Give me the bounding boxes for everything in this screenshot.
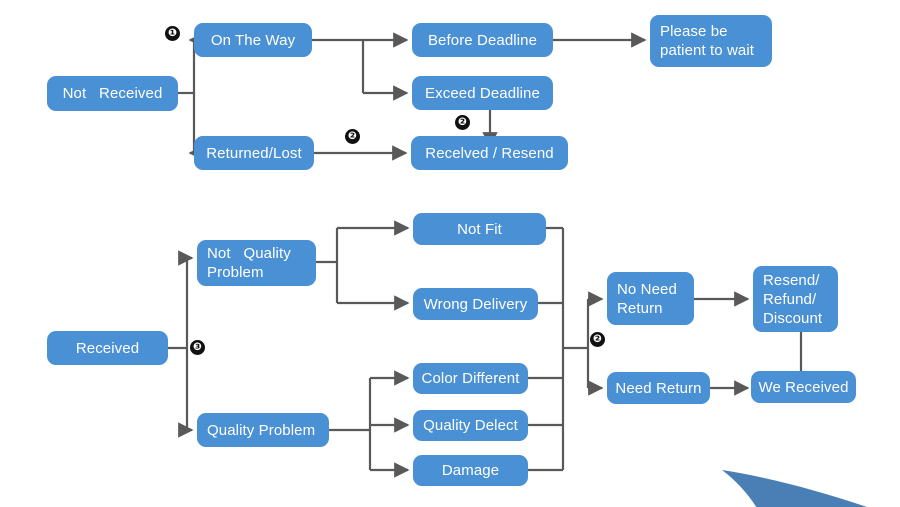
- node-not-quality-problem[interactable]: Not Quality Problem: [197, 240, 316, 286]
- node-label: Damage: [441, 462, 500, 479]
- node-label: Color Different: [421, 370, 520, 387]
- node-label: Exceed Deadline: [425, 84, 540, 102]
- node-no-need-return[interactable]: No Need Return: [607, 272, 694, 325]
- step-marker-2-returned: ❷: [345, 129, 360, 144]
- node-need-return[interactable]: Need Return: [607, 372, 710, 404]
- node-recelved-resend[interactable]: Recelved / Resend: [411, 136, 568, 170]
- node-on-the-way[interactable]: On The Way: [194, 23, 312, 57]
- node-damage[interactable]: Damage: [413, 455, 528, 486]
- node-before-deadline[interactable]: Before Deadline: [412, 23, 553, 57]
- blue-swoosh-decoration: [722, 470, 868, 507]
- node-not-fit[interactable]: Not Fit: [413, 213, 546, 245]
- node-label: On The Way: [210, 31, 296, 49]
- node-label: Returned/Lost: [206, 144, 302, 162]
- node-quality-problem[interactable]: Quality Problem: [197, 413, 329, 447]
- node-returned-lost[interactable]: Returned/Lost: [194, 136, 314, 170]
- node-label: Need Return: [615, 379, 702, 397]
- node-label: Recelved / Resend: [425, 144, 554, 162]
- node-label: Quality Delect: [423, 417, 518, 434]
- step-marker-2-exceed: ❷: [455, 115, 470, 130]
- node-exceed-deadline[interactable]: Exceed Deadline: [412, 76, 553, 110]
- node-label: Wrong Delivery: [423, 295, 528, 313]
- node-quality-delect[interactable]: Quality Delect: [413, 410, 528, 441]
- node-please-be-patient[interactable]: Please be patient to wait: [650, 15, 772, 67]
- node-resend-refund-discount[interactable]: Resend/ Refund/ Discount: [753, 266, 838, 332]
- node-label: No Need Return: [617, 280, 677, 317]
- node-color-different[interactable]: Color Different: [413, 363, 528, 394]
- node-wrong-delivery[interactable]: Wrong Delivery: [413, 288, 538, 320]
- node-not-received[interactable]: Not Received: [47, 76, 178, 111]
- marker-label: ❸: [193, 341, 202, 353]
- step-marker-3: ❸: [190, 340, 205, 355]
- marker-label: ❷: [348, 130, 357, 142]
- node-label: Not Fit: [457, 220, 502, 238]
- node-we-received[interactable]: We Received: [751, 371, 856, 403]
- node-label: Before Deadline: [427, 31, 538, 49]
- node-label: We Received: [758, 378, 849, 396]
- marker-label: ❷: [593, 333, 602, 345]
- marker-label: ❶: [168, 27, 177, 39]
- step-marker-2-return-split: ❷: [590, 332, 605, 347]
- node-label: Resend/ Refund/ Discount: [763, 271, 823, 327]
- node-label: Received: [75, 339, 140, 357]
- node-label: Not Received: [62, 85, 163, 102]
- node-label: Not Quality Problem: [207, 245, 291, 281]
- node-received[interactable]: Received: [47, 331, 168, 365]
- node-label: Please be patient to wait: [660, 23, 755, 59]
- marker-label: ❷: [458, 116, 467, 128]
- node-label: Quality Problem: [207, 421, 316, 439]
- step-marker-1: ❶: [165, 26, 180, 41]
